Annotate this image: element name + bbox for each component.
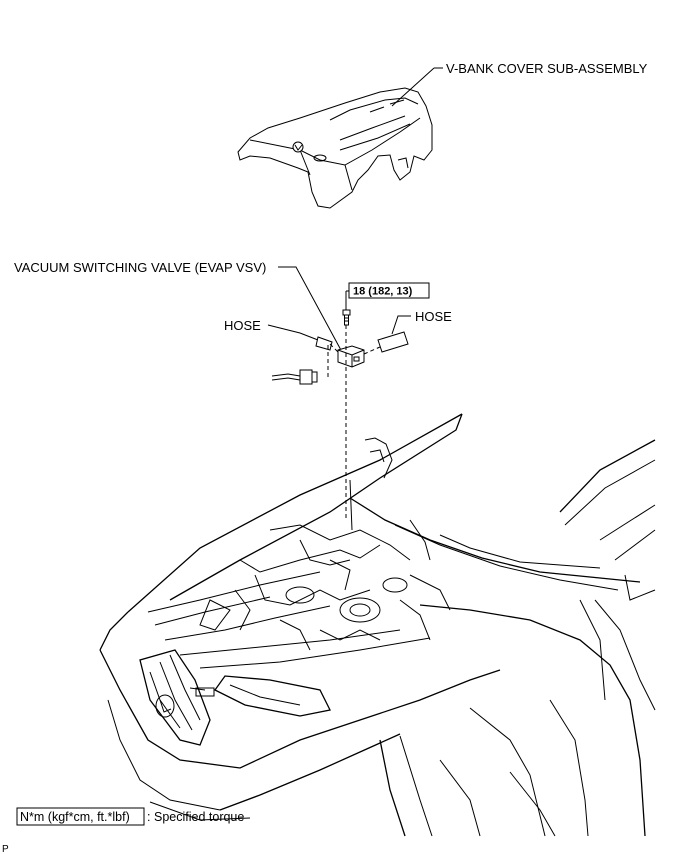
vacuum-switching-valve-drawing [337,345,365,368]
corner-mark: P [2,844,9,854]
label-v-bank-cover: V-BANK COVER SUB-ASSEMBLY [446,61,648,76]
leader-v-bank-cover [391,67,435,107]
legend-description: Specified torque [154,810,244,824]
legend-separator: : [147,810,150,824]
vehicle-drawing [99,413,656,837]
leader-vsv [278,266,343,353]
leader-hose-right [391,315,411,335]
wire-harness-connector [271,369,318,385]
label-hose-left: HOSE [224,318,261,333]
bolt-icon [342,309,351,326]
torque-legend: N*m (kgf*cm, ft.*lbf) : Specified torque [16,807,244,826]
leader-hose-left [267,324,319,341]
lexus-emblem-icon [292,141,304,153]
legend-unit: N*m (kgf*cm, ft.*lbf) [20,810,130,824]
v-bank-cover-drawing [237,87,433,209]
torque-value: 18 (182, 13) [353,286,413,298]
label-hose-right: HOSE [415,309,452,324]
label-vsv: VACUUM SWITCHING VALVE (EVAP VSV) [14,260,266,275]
torque-spec-box: 18 (182, 13) [348,282,430,299]
